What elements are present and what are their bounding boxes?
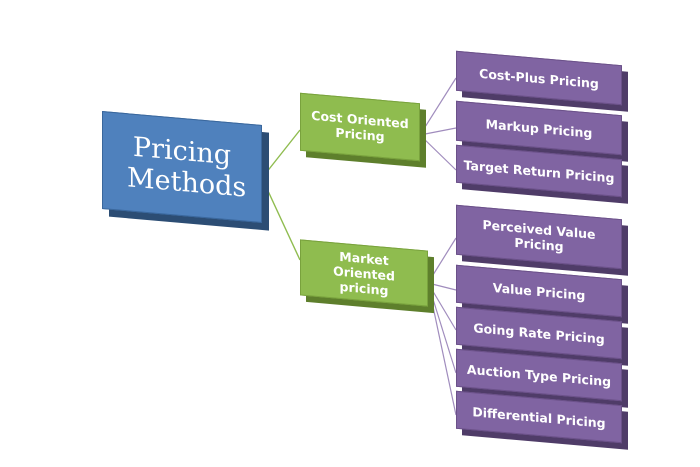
leaf-label: Going Rate Pricing [473, 319, 605, 347]
connector-market-leaf-3 [427, 282, 457, 331]
branch-node-market-oriented: Market Oriented pricing [300, 239, 428, 307]
branch-label: Market Oriented pricing [333, 248, 395, 298]
leaf-label: Value Pricing [492, 279, 586, 303]
leaf-label: Cost-Plus Pricing [479, 65, 599, 91]
connector-market-leaf-5 [427, 282, 457, 416]
connector-cost-leaf-2 [419, 127, 457, 136]
connector-cost-leaf-1 [419, 77, 457, 136]
connector-cost-leaf-3 [419, 134, 457, 171]
leaf-label: Markup Pricing [485, 115, 593, 141]
connector-root-market [261, 177, 301, 261]
leaf-label: Differential Pricing [472, 403, 606, 431]
root-label: Pricing Methods [127, 131, 247, 204]
root-node: Pricing Methods [102, 111, 262, 223]
connector-root-cost [261, 129, 301, 179]
connector-market-leaf-1 [427, 237, 457, 284]
connector-market-leaf-2 [427, 282, 457, 291]
leaf-label: Target Return Pricing [463, 156, 615, 186]
branch-node-cost-oriented: Cost Oriented Pricing [300, 92, 420, 162]
leaf-label: Auction Type Pricing [466, 361, 612, 389]
leaf-label: Perceived Value Pricing [482, 217, 596, 255]
connector-market-leaf-4 [427, 282, 457, 374]
branch-label: Cost Oriented Pricing [311, 107, 409, 145]
